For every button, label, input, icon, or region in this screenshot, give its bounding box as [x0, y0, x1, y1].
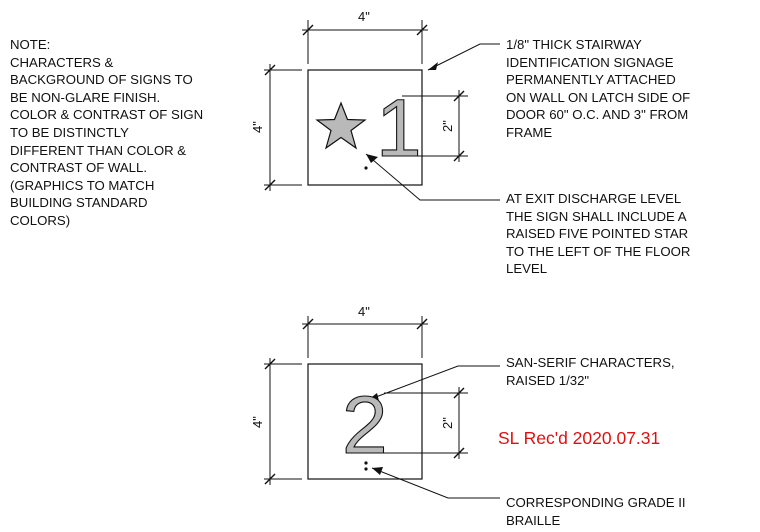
callout-star-line: LEVEL [506, 261, 548, 277]
note-line: BACKGROUND OF SIGNS TO [10, 72, 193, 88]
note-line: BE NON-GLARE FINISH. [10, 89, 161, 105]
sign-bottom-plate [307, 363, 423, 480]
note-line: COLORS) [10, 212, 71, 228]
note-line: DIFFERENT THAN COLOR & [10, 142, 187, 158]
callout-signage-line: ON WALL ON LATCH SIDE OF [506, 89, 691, 105]
callout-sanserif-line: SAN-SERIF CHARACTERS, [506, 355, 675, 370]
callout-signage-line: IDENTIFICATION SIGNAGE [506, 54, 674, 70]
braille-dot-bottom-1 [364, 461, 368, 465]
note-line: (GRAPHICS TO MATCH [10, 177, 155, 193]
note-line: BUILDING STANDARD [10, 195, 148, 211]
callout-signage-line: PERMANENTLY ATTACHED [506, 72, 676, 88]
callout-signage-line: 1/8" THICK STAIRWAY [506, 37, 642, 52]
sign-bottom-char-height-label: 2" [440, 417, 455, 429]
callout-braille-line: BRAILLE [506, 512, 561, 528]
callout-signage-line: FRAME [506, 124, 553, 140]
note-line: COLOR & CONTRAST OF SIGN [10, 107, 204, 123]
callout-star-line: THE SIGN SHALL INCLUDE A [506, 208, 687, 224]
callout-star-line: RAISED FIVE POINTED STAR [506, 226, 689, 242]
star-icon [315, 101, 367, 150]
callout-signage-line: DOOR 60" O.C. AND 3" FROM [506, 107, 689, 123]
callout-star: AT EXIT DISCHARGE LEVEL THE SIGN SHALL IN… [506, 190, 690, 278]
received-stamp: SL Rec'd 2020.07.31 [498, 428, 661, 448]
sign-top-plate [307, 69, 423, 186]
callout-braille-line: CORRESPONDING GRADE II [506, 495, 686, 510]
sign-top-numeral: 1 [376, 83, 422, 174]
sign-top-width-label: 4" [358, 9, 370, 24]
callout-star-line: TO THE LEFT OF THE FLOOR [506, 243, 691, 259]
note-line: NOTE: [10, 37, 51, 52]
sign-bottom-height-label: 4" [250, 416, 265, 428]
braille-dot-bottom-2 [364, 467, 368, 471]
sign-top-height-label: 4" [250, 121, 265, 133]
braille-dot-top [364, 166, 368, 170]
callout-sanserif-line: RAISED 1/32" [506, 372, 590, 388]
sign-bottom-numeral: 2 [342, 380, 388, 471]
callout-sanserif: SAN-SERIF CHARACTERS, RAISED 1/32" [506, 354, 675, 389]
note-line: CHARACTERS & [10, 54, 114, 70]
callout-braille: CORRESPONDING GRADE II BRAILLE [506, 494, 686, 529]
note-line: CONTRAST OF WALL. [10, 160, 148, 176]
sign-bottom-width-label: 4" [358, 304, 370, 319]
note-line: TO BE DISTINCTLY [10, 124, 129, 140]
sign-top-char-height-label: 2" [440, 120, 455, 132]
callout-star-line: AT EXIT DISCHARGE LEVEL [506, 191, 682, 206]
callout-signage: 1/8" THICK STAIRWAY IDENTIFICATION SIGNAG… [506, 36, 690, 142]
